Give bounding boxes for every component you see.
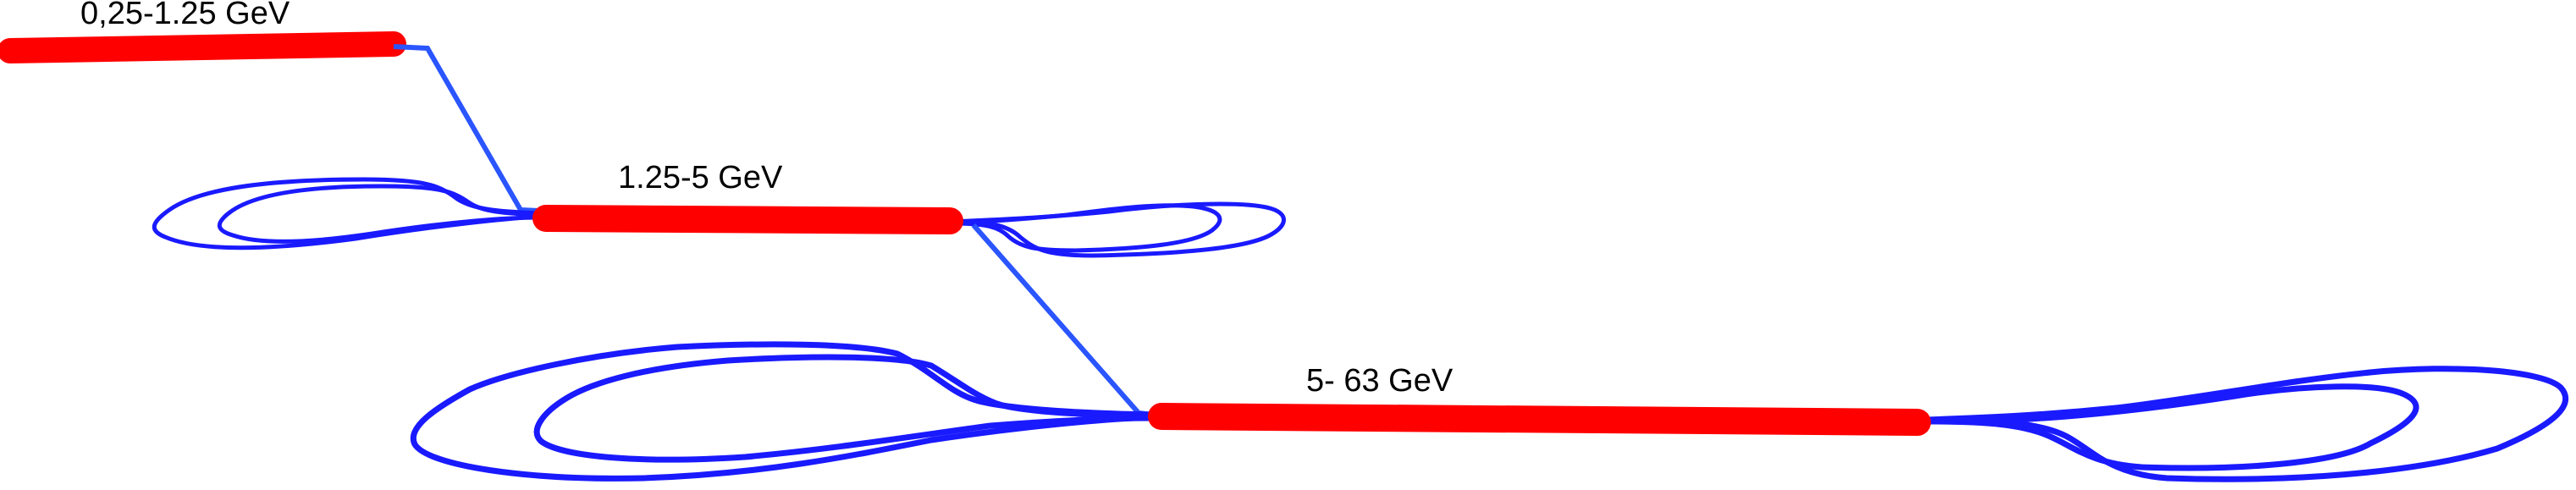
linac-3-label: 5- 63 GeV: [1306, 363, 1453, 399]
recirc-2-left-inner: [217, 184, 539, 244]
stage-2-group: 1.25-5 GeV: [152, 160, 1286, 258]
linac-1-label: 0,25-1.25 GeV: [80, 0, 290, 31]
transfer-line-1-2: [393, 44, 539, 213]
recirc-3-left-inner: [533, 354, 1154, 463]
linac-2-label: 1.25-5 GeV: [618, 160, 783, 195]
stage-3-group: 5- 63 GeV: [410, 341, 2569, 482]
recirc-3-right-outer: [1925, 366, 2569, 482]
linac-3: [1148, 403, 1931, 436]
recirc-3-right-inner: [1925, 383, 2419, 471]
linac-2: [532, 205, 963, 234]
recirc-3-left-outer: [410, 341, 1154, 482]
recirc-2-right-inner: [952, 203, 1222, 253]
linac-1: [0, 31, 406, 63]
stage-1-group: 0,25-1.25 GeV: [0, 0, 406, 63]
